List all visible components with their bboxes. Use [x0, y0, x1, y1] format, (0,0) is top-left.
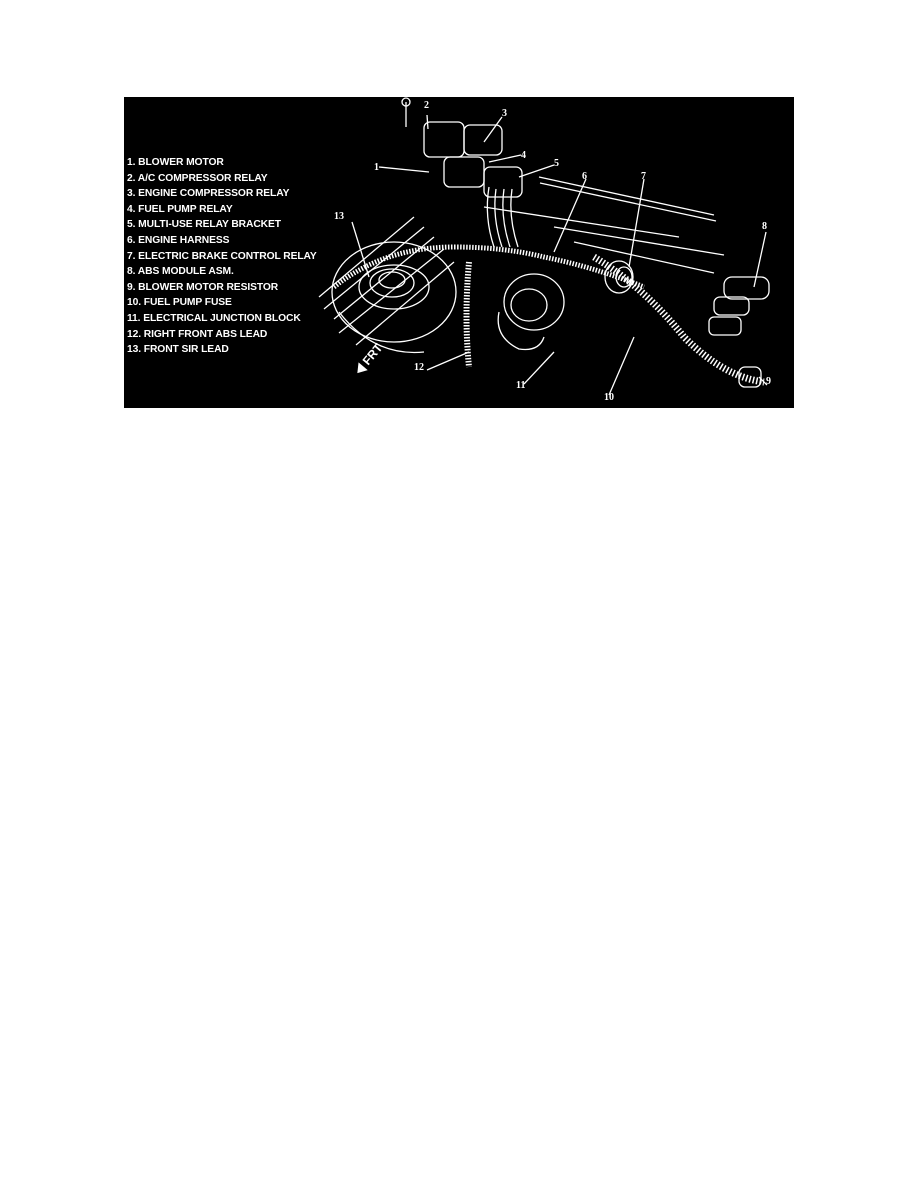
legend-item: 10. FUEL PUMP FUSE	[127, 297, 232, 309]
callout-5: 5	[554, 158, 559, 169]
legend-item: 13. FRONT SIR LEAD	[127, 344, 229, 356]
callout-4: 4	[521, 150, 526, 161]
parts-legend: 1. BLOWER MOTOR 2. A/C COMPRESSOR RELAY …	[127, 155, 317, 358]
legend-item: 11. ELECTRICAL JUNCTION BLOCK	[127, 312, 301, 324]
legend-item: 6. ENGINE HARNESS	[127, 234, 230, 246]
callout-12: 12	[414, 362, 424, 373]
legend-item: 5. MULTI-USE RELAY BRACKET	[127, 219, 281, 231]
legend-item: 8. ABS MODULE ASM.	[127, 266, 234, 278]
legend-item: 7. ELECTRIC BRAKE CONTROL RELAY	[127, 250, 317, 262]
callout-9: 9	[766, 376, 771, 387]
callout-8: 8	[762, 221, 767, 232]
legend-item: 4. FUEL PUMP RELAY	[127, 203, 233, 215]
callout-13: 13	[334, 211, 344, 222]
callout-10: 10	[604, 392, 614, 403]
callout-1: 1	[374, 162, 379, 173]
callout-3: 3	[502, 108, 507, 119]
legend-item: 3. ENGINE COMPRESSOR RELAY	[127, 188, 290, 200]
diagram-line-art	[318, 97, 770, 396]
engine-compartment-diagram: 1. BLOWER MOTOR 2. A/C COMPRESSOR RELAY …	[124, 97, 794, 408]
legend-item: 12. RIGHT FRONT ABS LEAD	[127, 328, 268, 340]
callout-2: 2	[424, 100, 429, 111]
legend-item: 2. A/C COMPRESSOR RELAY	[127, 172, 268, 184]
callout-11: 11	[516, 380, 526, 391]
legend-item: 1. BLOWER MOTOR	[127, 157, 224, 168]
callout-6: 6	[582, 171, 587, 182]
callout-7: 7	[641, 171, 646, 182]
legend-item: 9. BLOWER MOTOR RESISTOR	[127, 281, 279, 293]
